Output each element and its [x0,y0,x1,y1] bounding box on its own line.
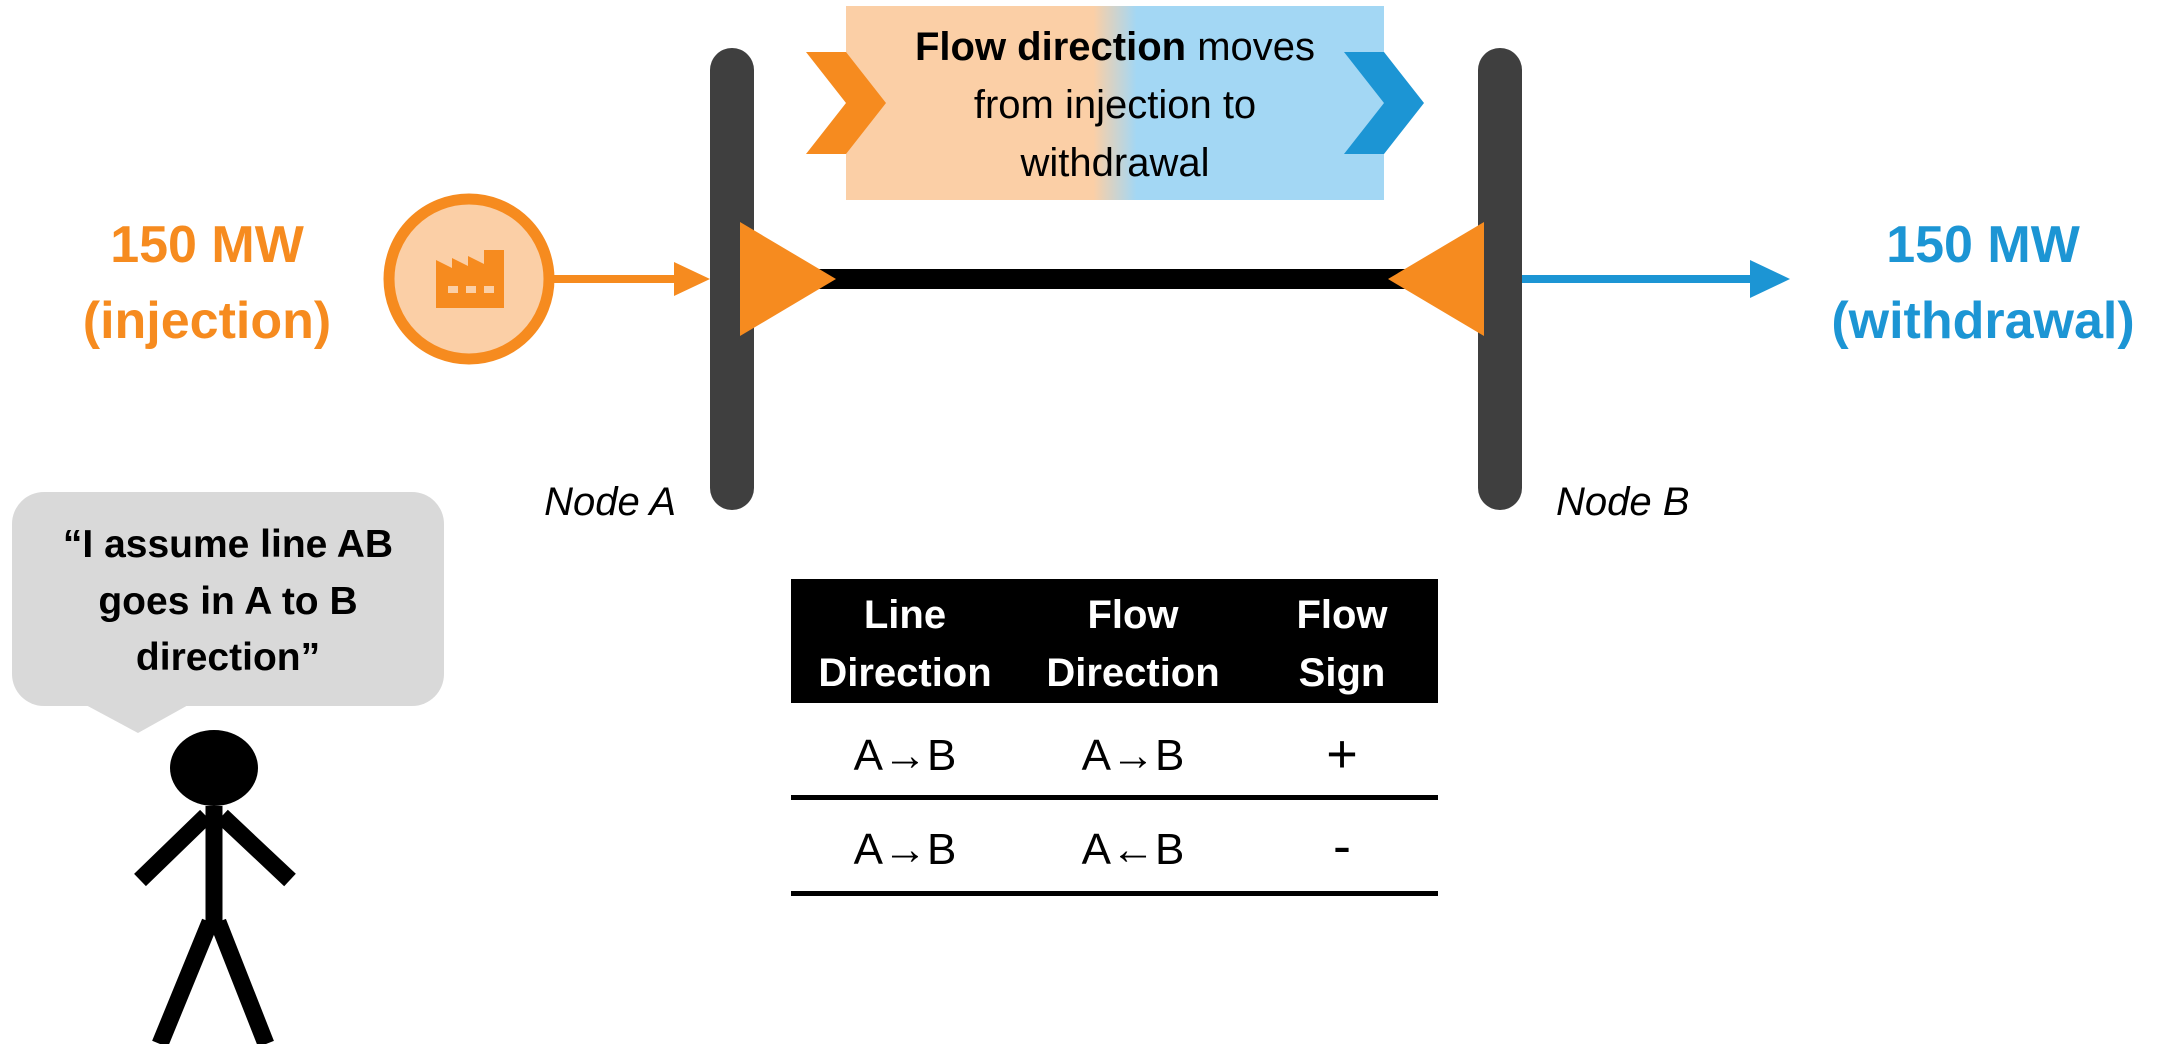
table-header-background [791,579,1438,703]
header-line-direction-line2: Direction [818,651,991,695]
table-row: A→B A←B - [854,816,1351,876]
flow-sign-table: Line Direction Flow Direction Flow Sign … [791,579,1438,896]
banner-background [846,6,1384,200]
banner-line3: withdrawal [1020,141,1210,185]
generator [383,193,555,365]
table-header-row: Line Direction Flow Direction Flow Sign [818,593,1388,695]
speech-line1: “I assume line AB [63,523,393,566]
stick-figure [134,730,296,1044]
row1-flow-direction: A→B [1082,731,1185,780]
withdrawal-label: (withdrawal) [1831,292,2134,350]
stick-figure-right-arm [216,809,296,887]
row2-flow-direction: A←B [1082,825,1185,874]
header-line-direction-line1: Line [864,593,946,637]
injection-arrowhead [674,262,710,296]
withdrawal-value: 150 MW [1886,216,2081,274]
banner-text: moves [1186,25,1315,69]
stick-figure-right-leg [210,918,274,1044]
injection-value: 150 MW [110,216,305,274]
node-b-bus [1478,48,1522,510]
speech-line3: direction” [136,636,320,679]
stick-figure-left-arm [134,809,212,887]
banner-line2: from injection to [974,83,1256,127]
transmission-line-ab [800,269,1520,289]
table-bottom-border [791,891,1438,896]
header-flow-direction-line2: Direction [1046,651,1219,695]
node-a-flow-arrowhead [740,222,836,336]
row1-line-direction: A→B [854,731,957,780]
blue-chevron-icon [1344,52,1424,154]
row1-flow-sign: + [1326,724,1358,784]
orange-chevron-icon [806,52,886,154]
header-flow-sign-line2: Sign [1299,651,1386,695]
row2-line-direction: A→B [854,825,957,874]
speech-bubble: “I assume line AB goes in A to B directi… [12,492,444,733]
header-flow-direction-line1: Flow [1087,593,1179,637]
table-row-divider [791,795,1438,800]
table-row: A→B A→B + [854,724,1358,784]
node-a-label: Node A [544,480,676,524]
speech-bubble-tail [84,704,190,733]
row2-flow-sign: - [1333,816,1351,876]
stick-figure-head [170,730,258,806]
node-a-bus [710,48,754,510]
injection-label: (injection) [83,292,331,350]
stick-figure-left-leg [152,918,218,1044]
svg-text:Flow direction moves: Flow direction moves [915,25,1315,69]
withdrawal-arrowhead [1750,260,1790,298]
header-flow-sign-line1: Flow [1296,593,1388,637]
speech-bubble-box [12,492,444,706]
flow-direction-banner: Flow direction moves from injection to w… [806,6,1424,200]
node-b-label: Node B [1556,480,1689,524]
factory-icon [436,250,504,308]
banner-bold-text: Flow direction [915,25,1186,69]
speech-line2: goes in A to B [98,580,357,623]
node-b-flow-arrowhead [1388,222,1484,336]
